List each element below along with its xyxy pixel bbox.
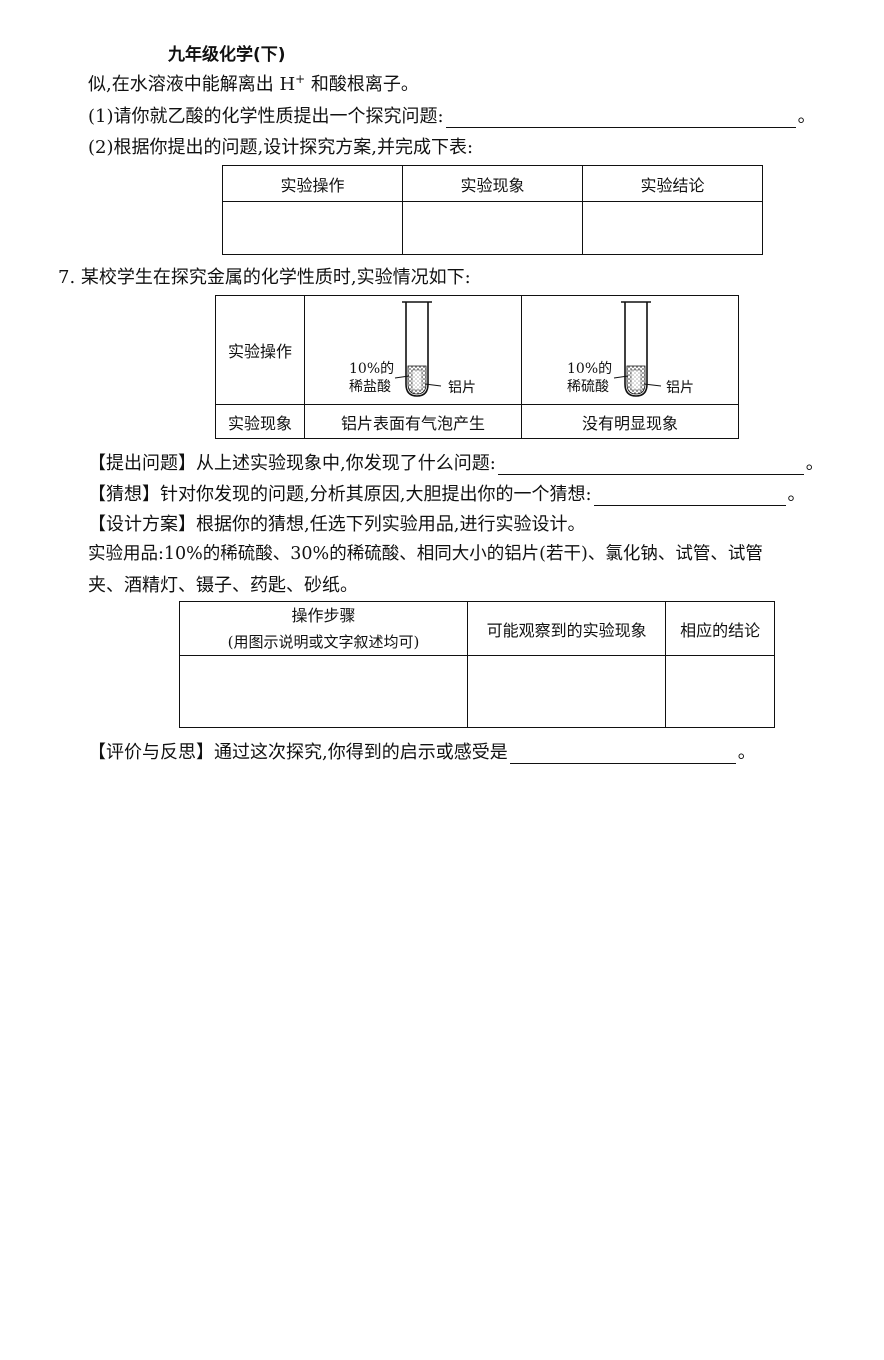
tube2-metal: 铝片	[666, 380, 694, 396]
q7-reflect-end: 。	[737, 742, 756, 763]
q7-tube2-cell: 10%的 稀硫酸 铝片	[521, 295, 739, 405]
plan-cell-phenomenon[interactable]	[466, 655, 667, 728]
q6-cell-operation[interactable]	[222, 201, 403, 255]
q7-intro: 7. 某校学生在探究金属的化学性质时,实验情况如下:	[58, 267, 471, 288]
q7-reflect-blank[interactable]	[509, 745, 736, 764]
tube1-acid-pct: 10%的	[349, 361, 395, 377]
plan-th-steps-title: 操作步骤	[291, 605, 356, 625]
q6-item2: (2)根据你提出的问题,设计探究方案,并完成下表:	[88, 137, 474, 158]
aluminum-strip-2	[630, 369, 642, 391]
test-tube-1	[405, 302, 429, 397]
q7-guess: 【猜想】针对你发现的问题,分析其原因,大胆提出你的一个猜想: 。	[88, 480, 806, 506]
test-tube-2	[624, 302, 648, 397]
q7-row1-label: 实验操作	[215, 295, 305, 405]
q6-th-conclusion: 实验结论	[582, 165, 763, 202]
plan-th-conclusion: 相应的结论	[665, 601, 775, 656]
tube2-acid-name: 稀硫酸	[567, 379, 609, 395]
q7-ask: 【提出问题】从上述实验现象中,你发现了什么问题: 。	[88, 449, 824, 475]
tube1-metal: 铝片	[448, 380, 476, 396]
q7-guess-blank[interactable]	[593, 487, 786, 506]
q6-line0-pre: 似,在水溶液中能解离出 H	[88, 74, 296, 95]
q6-item1-end: 。	[797, 106, 816, 127]
aluminum-strip-1	[411, 369, 423, 391]
q6-line0-sup: +	[295, 72, 306, 86]
tube1-acid-name: 稀盐酸	[349, 379, 391, 395]
q6-th-operation: 实验操作	[222, 165, 403, 202]
q6-line0-post: 和酸根离子。	[305, 74, 419, 95]
q7-experiment-table: 实验操作 10%的 稀盐酸 铝片	[215, 295, 739, 439]
q7-ask-end: 。	[805, 453, 824, 474]
test-tube-1-figure	[394, 301, 442, 397]
q6-item1-text: (1)请你就乙酸的化学性质提出一个探究问题:	[88, 106, 444, 127]
q7-observation-2: 没有明显现象	[521, 404, 739, 439]
q7-reflect-text: 【评价与反思】通过这次探究,你得到的启示或感受是	[88, 742, 508, 763]
test-tube-2-figure	[613, 301, 662, 397]
q7-tube1-cell: 10%的 稀盐酸 铝片	[304, 295, 522, 405]
plan-cell-steps[interactable]	[179, 655, 468, 728]
q7-ask-text: 【提出问题】从上述实验现象中,你发现了什么问题:	[88, 453, 496, 474]
q7-row2-label: 实验现象	[215, 404, 305, 439]
page-header: 九年级化学(下)	[168, 45, 286, 65]
q7-plan-table: 操作步骤 (用图示说明或文字叙述均可) 可能观察到的实验现象 相应的结论	[179, 601, 775, 728]
q7-guess-text: 【猜想】针对你发现的问题,分析其原因,大胆提出你的一个猜想:	[88, 484, 592, 505]
plan-th-steps: 操作步骤 (用图示说明或文字叙述均可)	[179, 601, 468, 656]
tube2-acid-pct: 10%的	[567, 361, 613, 377]
q7-ask-blank[interactable]	[497, 456, 804, 475]
q6-continuation: 似,在水溶液中能解离出 H+ 和酸根离子。	[88, 70, 419, 96]
q6-item1: (1)请你就乙酸的化学性质提出一个探究问题: 。	[88, 102, 816, 128]
q6-item1-blank[interactable]	[445, 109, 796, 128]
q7-design: 【设计方案】根据你的猜想,任选下列实验用品,进行实验设计。	[88, 514, 586, 535]
q7-materials-2: 夹、酒精灯、镊子、药匙、砂纸。	[88, 575, 358, 596]
q7-observation-1: 铝片表面有气泡产生	[304, 404, 522, 439]
q6-th-phenomenon: 实验现象	[402, 165, 583, 202]
q7-guess-end: 。	[787, 484, 806, 505]
plan-th-steps-note: (用图示说明或文字叙述均可)	[227, 632, 420, 651]
q7-materials-1: 实验用品:10%的稀硫酸、30%的稀硫酸、相同大小的铝片(若干)、氯化钠、试管、…	[88, 544, 763, 564]
plan-th-phenomenon: 可能观察到的实验现象	[466, 601, 667, 656]
q6-cell-phenomenon[interactable]	[402, 201, 583, 255]
q6-cell-conclusion[interactable]	[582, 201, 763, 255]
plan-cell-conclusion[interactable]	[665, 655, 775, 728]
q7-reflect: 【评价与反思】通过这次探究,你得到的启示或感受是 。	[88, 738, 756, 764]
q6-table: 实验操作 实验现象 实验结论	[222, 165, 763, 255]
